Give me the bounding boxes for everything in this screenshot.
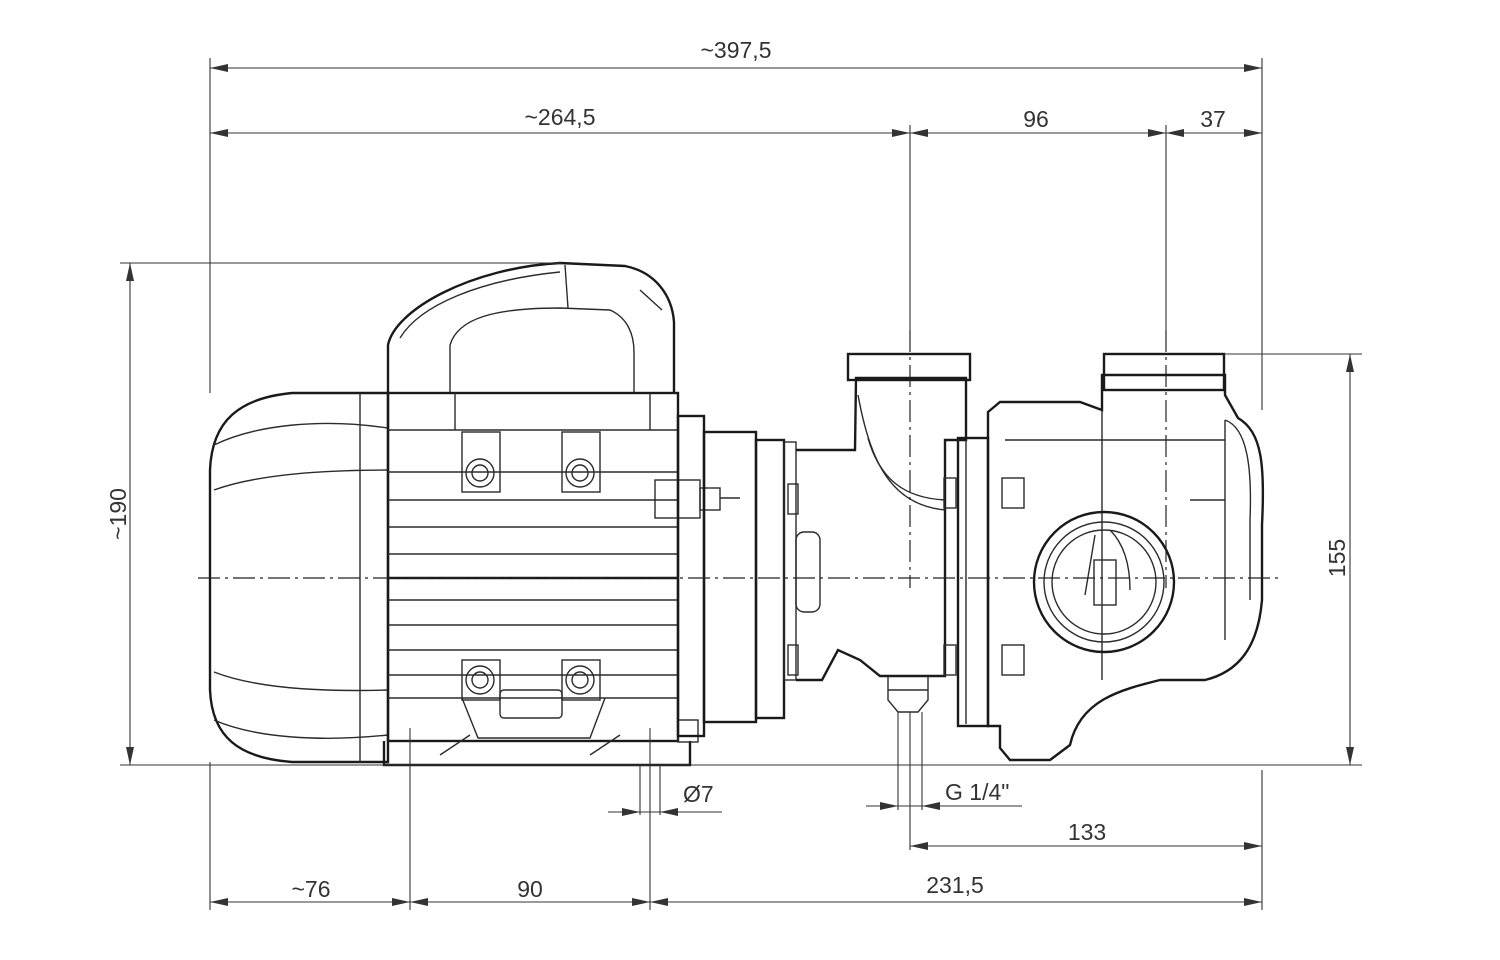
dim-port-to-end: 37 bbox=[1200, 106, 1226, 132]
dim-overall-length: ~397,5 bbox=[701, 37, 772, 63]
dim-drain-to-end: 133 bbox=[1068, 819, 1106, 845]
pump-inlet-body bbox=[796, 376, 968, 682]
motor-flange bbox=[676, 414, 706, 738]
outlet-port bbox=[1102, 352, 1226, 392]
screw-icon bbox=[465, 665, 495, 695]
pump-body bbox=[208, 261, 1265, 767]
center-lines bbox=[198, 330, 1278, 588]
motor-housing bbox=[386, 391, 680, 743]
dim-drain-thread: G 1/4" bbox=[945, 779, 1009, 805]
dimension-lines bbox=[120, 58, 1362, 910]
dim-foot-offset: ~76 bbox=[291, 876, 330, 902]
dimension-labels: ~397,5 ~264,5 96 37 ~190 155 Ø7 G 1/4" 1… bbox=[105, 37, 1350, 902]
inlet-port bbox=[846, 352, 972, 382]
dim-foot-to-end: 231,5 bbox=[926, 872, 984, 898]
dim-foot-spacing: 90 bbox=[517, 876, 543, 902]
drain-plug bbox=[887, 676, 929, 713]
motor-foot bbox=[382, 741, 692, 767]
dim-overall-height: ~190 bbox=[105, 488, 131, 540]
pump-flange bbox=[956, 436, 990, 728]
dim-motor-length: ~264,5 bbox=[525, 104, 596, 130]
dim-hole-diameter: Ø7 bbox=[683, 781, 714, 807]
screw-icon bbox=[565, 665, 595, 695]
carry-handle bbox=[386, 261, 676, 393]
screw-icon bbox=[565, 458, 595, 488]
dim-port-spacing: 96 bbox=[1023, 106, 1049, 132]
impeller-cover-icon bbox=[1032, 510, 1176, 654]
pump-casing bbox=[986, 373, 1265, 762]
screw-icon bbox=[465, 458, 495, 488]
dim-discharge-height: 155 bbox=[1324, 539, 1350, 577]
fan-cover bbox=[208, 391, 390, 764]
